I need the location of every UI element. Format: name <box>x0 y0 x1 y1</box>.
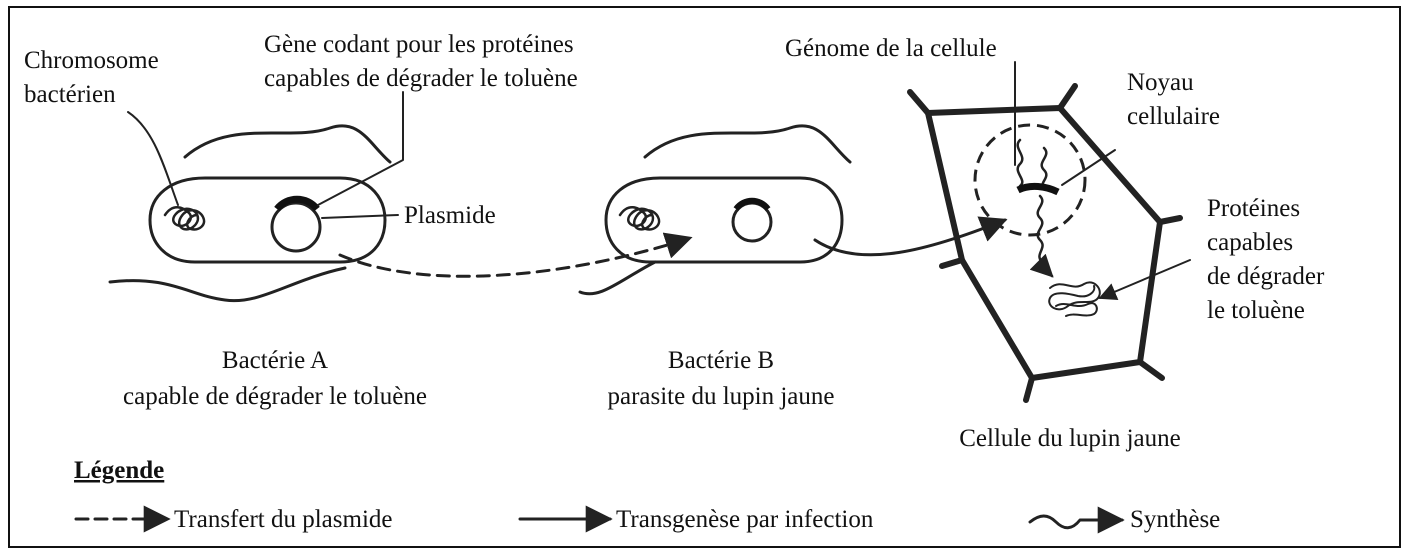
legend-transfer: Transfert du plasmide <box>174 506 393 533</box>
bacterium-a-body <box>150 178 385 262</box>
synthesis-arrow <box>1038 196 1052 276</box>
label-chromosome-line1: Chromosome <box>24 47 159 74</box>
leader-plasmid <box>322 215 398 218</box>
bacterium-b-body <box>606 178 842 262</box>
bacterial-chromosome-b <box>620 207 659 229</box>
legend-synthesis: Synthèse <box>1130 506 1220 533</box>
protein-clump <box>1049 282 1100 316</box>
legend-title: Légende <box>74 457 164 484</box>
label-nucleus-line1: Noyau <box>1127 69 1194 96</box>
lupin-cell <box>910 86 1180 400</box>
legend-wavy-arrow <box>1030 516 1122 528</box>
label-cell: Cellule du lupin jaune <box>959 425 1180 452</box>
bacterium-b <box>580 126 850 294</box>
label-nucleus-line2: cellulaire <box>1127 103 1220 130</box>
leader-proteins <box>1100 260 1190 298</box>
leader-chromosome <box>128 112 178 205</box>
flagellum-top-a <box>185 126 390 162</box>
flagellum-bottom-a <box>110 268 345 301</box>
inserted-gene <box>1018 186 1058 192</box>
transgenesis-arrow <box>815 220 1005 255</box>
label-bacteria-b-line1: Bactérie B <box>668 347 774 374</box>
leader-gene <box>318 92 403 205</box>
leader-nucleus <box>1062 150 1115 185</box>
label-plasmid: Plasmide <box>404 202 496 229</box>
label-genome: Génome de la cellule <box>785 35 997 62</box>
bacterium-a <box>110 126 390 301</box>
legend: Légende Transfert du plasmide Transgenès… <box>74 457 1220 533</box>
label-gene-line1: Gène codant pour les protéines <box>264 31 574 58</box>
label-bacteria-b-line2: parasite du lupin jaune <box>607 383 834 410</box>
label-chromosome-line2: bactérien <box>24 81 116 108</box>
flagellum-bottom-b <box>580 262 655 294</box>
label-gene-line2: capables de dégrader le toluène <box>264 65 578 92</box>
label-proteins-line1: Protéines <box>1207 195 1300 222</box>
bacterial-chromosome-a <box>165 207 204 229</box>
label-proteins-line2: capables <box>1207 229 1293 256</box>
label-proteins-line4: le toluène <box>1207 297 1305 324</box>
label-bacteria-a-line2: capable de dégrader le toluène <box>123 383 427 410</box>
flagellum-top-b <box>645 126 850 162</box>
cell-genome <box>1018 140 1047 188</box>
label-proteins-line3: de dégrader <box>1207 263 1325 290</box>
label-bacteria-a-line1: Bactérie A <box>222 347 328 374</box>
legend-transgenesis: Transgenèse par infection <box>616 506 874 533</box>
